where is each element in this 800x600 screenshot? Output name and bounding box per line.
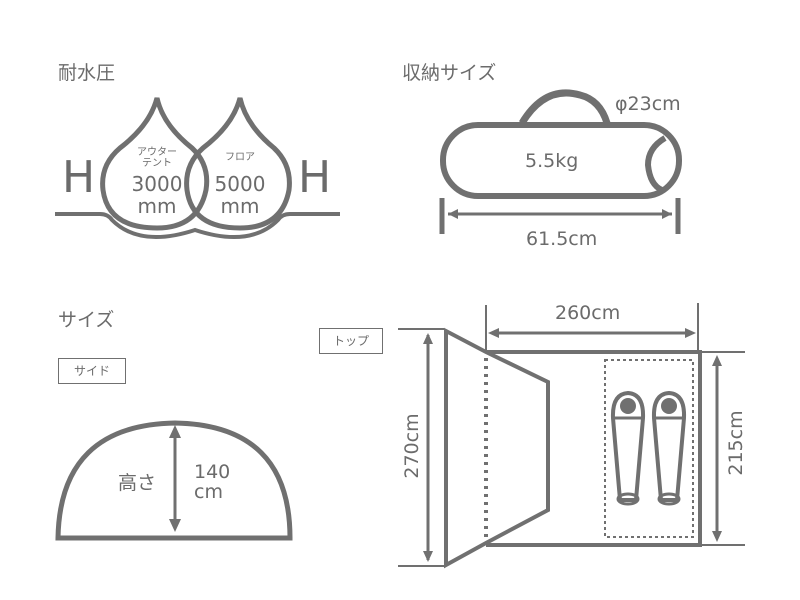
sleeping-area: [604, 359, 694, 538]
side-dome: [55, 420, 293, 541]
size-title: サイズ: [58, 309, 115, 331]
top-view-tag: トップ: [319, 328, 383, 354]
height-value: 140 cm: [194, 461, 231, 503]
side-view-tag: サイド: [58, 358, 126, 384]
ground-line: [55, 212, 340, 240]
diameter-label: φ23cm: [615, 93, 681, 115]
outer-tent-value: 3000: [131, 172, 183, 196]
depth-total-label: 270cm: [401, 413, 423, 479]
floor-label: フロア: [225, 152, 255, 163]
outer-tent-label: アウター テント: [137, 147, 177, 169]
bag-body: [440, 122, 682, 199]
depth-inner-label: 215cm: [725, 410, 747, 476]
water-pressure-title: 耐水圧: [58, 62, 116, 84]
bag-handle: [519, 89, 611, 125]
width-label: 260cm: [555, 302, 621, 324]
sleeping-bag-icon: [610, 390, 646, 506]
h-right-label: H: [298, 152, 332, 203]
drop-floor-icon: [184, 97, 292, 231]
bag-end-icon: [644, 135, 667, 193]
drop-outer-tent-icon: [100, 97, 210, 231]
height-label: 高さ: [118, 472, 157, 494]
h-left-label: H: [62, 152, 96, 203]
outer-tent-unit: mm: [137, 194, 177, 218]
length-label: 61.5cm: [526, 228, 598, 250]
sleeping-bag-icon: [651, 390, 687, 506]
weight-label: 5.5kg: [525, 150, 579, 172]
floor-value: 5000: [214, 172, 266, 196]
vestibule: [444, 327, 550, 569]
storage-size-title: 収納サイズ: [402, 62, 497, 84]
floor-unit: mm: [220, 194, 260, 218]
inner-tent: [486, 350, 702, 547]
